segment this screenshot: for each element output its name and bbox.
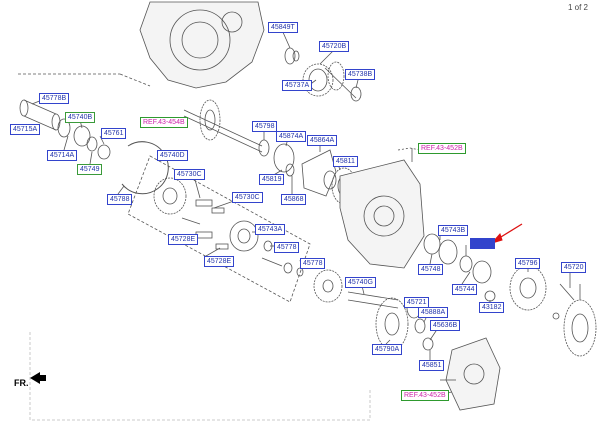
callout-45819[interactable]: 45819 xyxy=(259,174,285,185)
ref-43-454B[interactable]: REF.43-454B xyxy=(140,117,188,128)
input-shaft xyxy=(183,99,263,153)
callout-45743A[interactable]: 45743A xyxy=(255,224,286,235)
callout-45811[interactable]: 45811 xyxy=(333,156,358,167)
front-direction-arrow-icon xyxy=(30,372,46,384)
callout-45730C-top[interactable]: 45730C xyxy=(174,169,205,180)
callout-43182[interactable]: 43182 xyxy=(479,302,505,313)
highlight-arrow xyxy=(490,223,523,244)
planetary-assembly-frame xyxy=(127,155,311,303)
callout-45798[interactable]: 45798 xyxy=(252,121,278,132)
callout-45737A[interactable]: 45737A xyxy=(282,80,313,91)
callout-45740B[interactable]: 45740B xyxy=(65,112,96,123)
page-counter: 1 of 2 xyxy=(567,3,588,12)
ref-43-452B-top[interactable]: REF.43-452B xyxy=(418,143,466,154)
front-marker-label: FR. xyxy=(14,378,29,388)
callout-45743B[interactable]: 45743B xyxy=(438,225,469,236)
transmission-housing-top xyxy=(139,1,265,89)
callout-45714A[interactable]: 45714A xyxy=(47,150,78,161)
callout-45728E-bottom[interactable]: 45728E xyxy=(204,256,235,267)
callout-45778-upper[interactable]: 45778 xyxy=(274,242,300,253)
callout-45849T[interactable]: 45849T xyxy=(268,22,298,33)
callout-45888A[interactable]: 45888A xyxy=(418,307,449,318)
callout-45796[interactable]: 45796 xyxy=(515,258,541,269)
callout-45788[interactable]: 45788 xyxy=(107,194,133,205)
callout-45728E-left[interactable]: 45728E xyxy=(168,234,199,245)
callout-45849-highlighted[interactable]: 45849 xyxy=(470,238,496,249)
callout-45874A[interactable]: 45874A xyxy=(276,131,307,142)
callout-45636B[interactable]: 45636B xyxy=(430,320,461,331)
callout-45748[interactable]: 45748 xyxy=(418,264,444,275)
callout-45720[interactable]: 45720 xyxy=(561,262,587,273)
cover-plate xyxy=(445,337,501,411)
callout-45761[interactable]: 45761 xyxy=(101,128,127,139)
callout-45730C-mid[interactable]: 45730C xyxy=(232,192,263,203)
callout-45740G[interactable]: 45740G xyxy=(345,277,376,288)
callout-45744[interactable]: 45744 xyxy=(452,284,478,295)
callout-45721[interactable]: 45721 xyxy=(404,297,430,308)
callout-45715A[interactable]: 45715A xyxy=(10,124,41,135)
shaft-left xyxy=(19,99,111,160)
callout-45749[interactable]: 45749 xyxy=(77,164,103,175)
callout-45851[interactable]: 45851 xyxy=(419,360,445,371)
callout-45864A[interactable]: 45864A xyxy=(307,135,338,146)
callout-45738B[interactable]: 45738B xyxy=(345,69,376,80)
callout-45778-lower[interactable]: 45778 xyxy=(300,258,326,269)
callout-45778B[interactable]: 45778B xyxy=(39,93,70,104)
callout-45790A[interactable]: 45790A xyxy=(372,344,403,355)
ref-43-452B-bottom[interactable]: REF.43-452B xyxy=(401,390,449,401)
callout-45720B[interactable]: 45720B xyxy=(319,41,350,52)
callout-45868[interactable]: 45868 xyxy=(281,194,307,205)
callout-45740D[interactable]: 45740D xyxy=(157,150,188,161)
transmission-housing-right xyxy=(339,159,425,269)
